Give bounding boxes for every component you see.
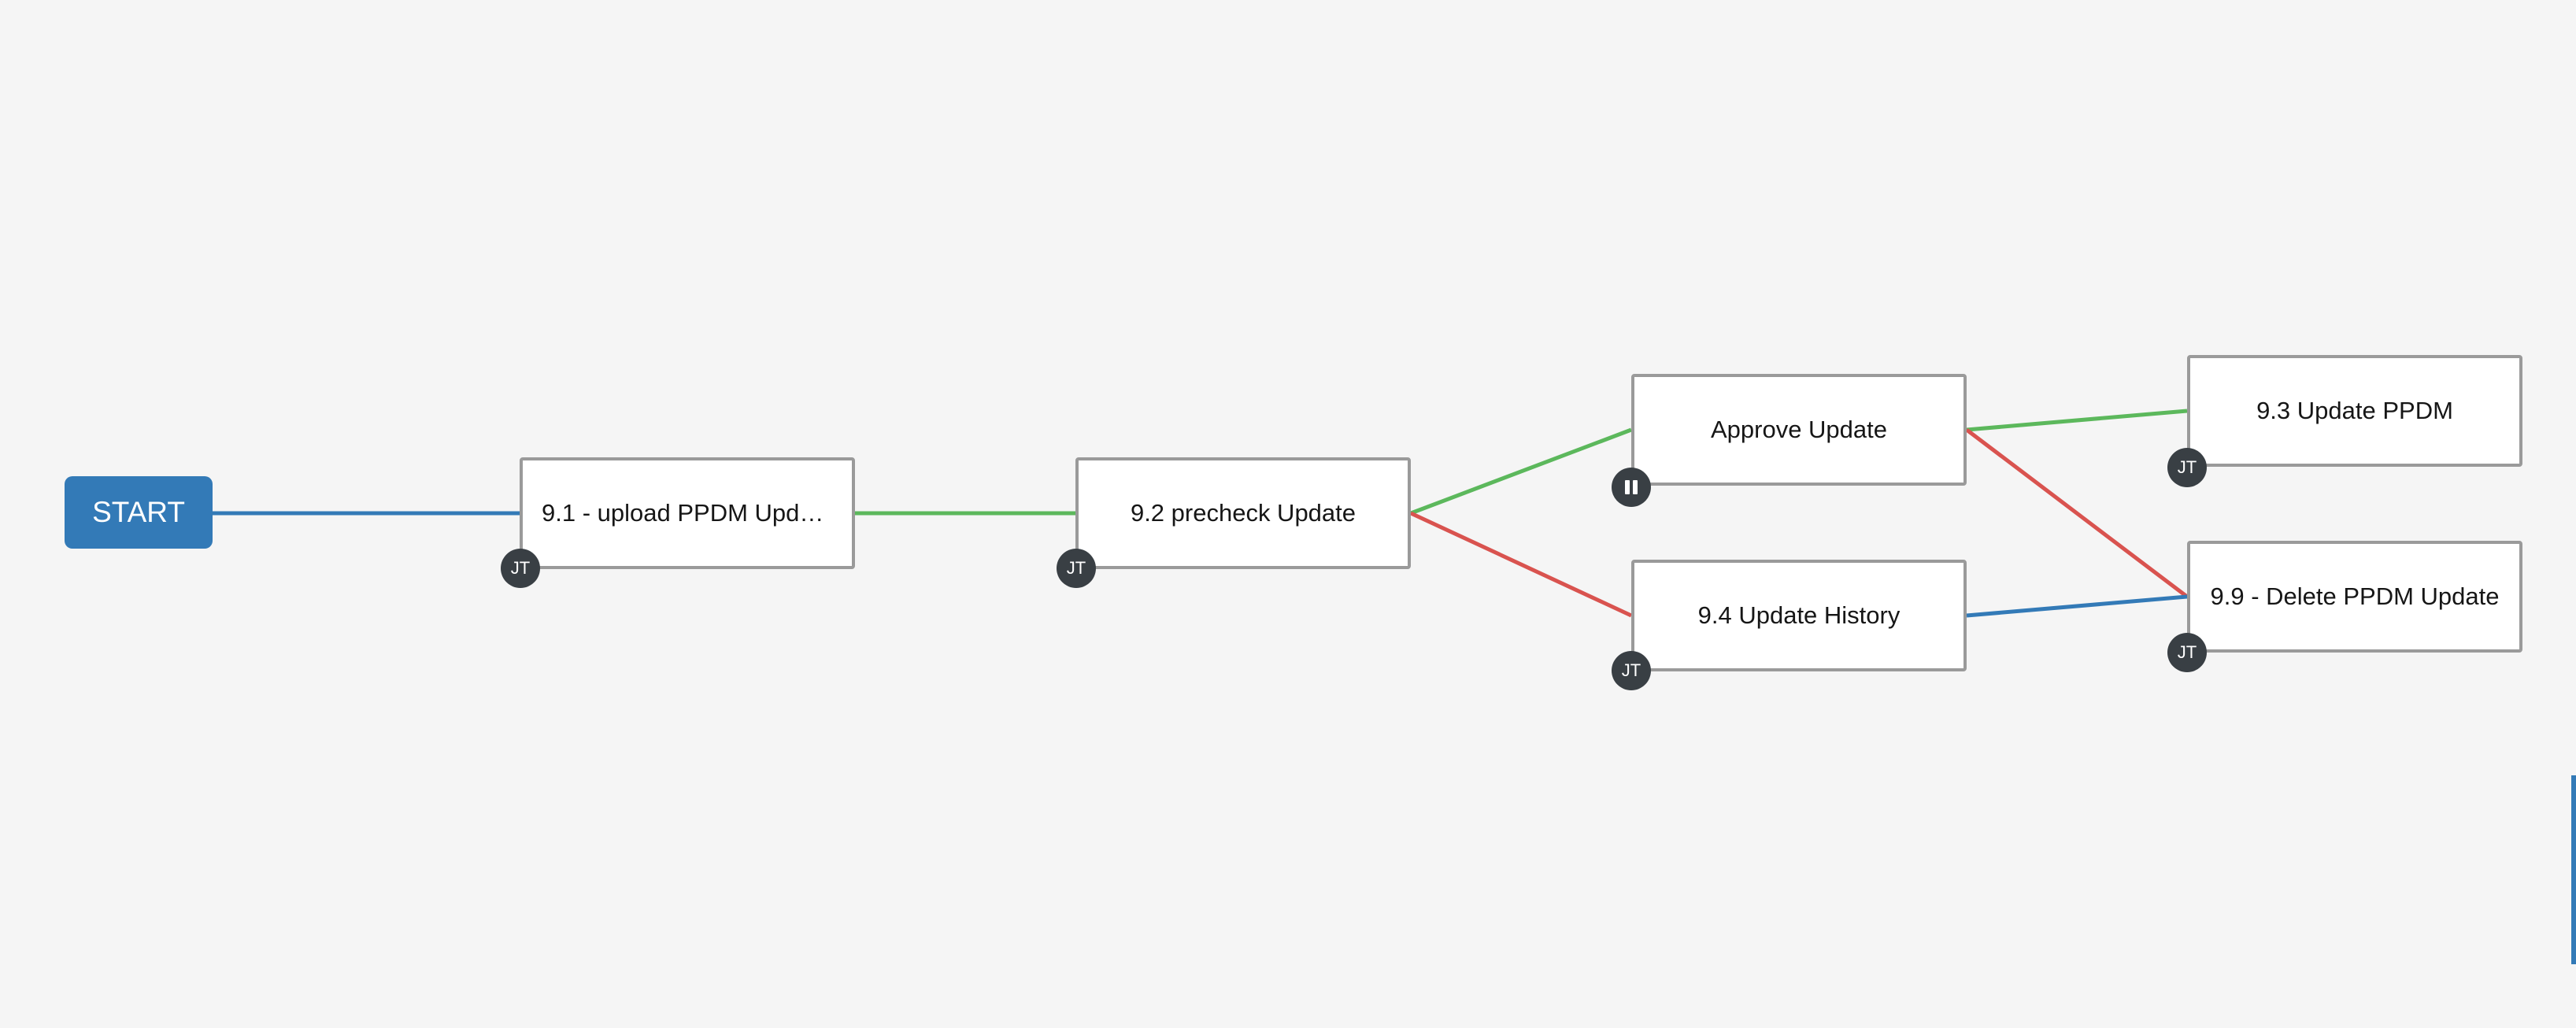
job-template-badge: JT bbox=[2167, 633, 2207, 672]
pause-icon bbox=[1612, 468, 1651, 507]
edge-scroll-handle[interactable] bbox=[2571, 775, 2576, 964]
node-delete-ppdm-update[interactable]: 9.9 - Delete PPDM Update bbox=[2187, 541, 2522, 653]
node-label: 9.3 Update PPDM bbox=[2256, 397, 2453, 424]
link-precheck-to-history[interactable] bbox=[1409, 511, 1633, 618]
job-template-badge: JT bbox=[2167, 448, 2207, 487]
start-node[interactable]: START bbox=[65, 476, 213, 549]
node-label: 9.1 - upload PPDM Updat... bbox=[542, 499, 833, 527]
link-approve-to-delete[interactable] bbox=[1965, 428, 2189, 598]
node-upload-ppdm-update[interactable]: 9.1 - upload PPDM Updat... bbox=[520, 457, 855, 569]
node-precheck-update[interactable]: 9.2 precheck Update bbox=[1075, 457, 1411, 569]
node-update-history[interactable]: 9.4 Update History bbox=[1631, 560, 1967, 671]
link-history-to-delete[interactable] bbox=[1966, 594, 2188, 618]
node-label: Approve Update bbox=[1710, 416, 1888, 443]
node-label: 9.9 - Delete PPDM Update bbox=[2210, 582, 2500, 610]
node-update-ppdm[interactable]: 9.3 Update PPDM bbox=[2187, 355, 2522, 467]
node-label: 9.4 Update History bbox=[1697, 601, 1901, 629]
node-label: 9.2 precheck Update bbox=[1130, 499, 1356, 527]
job-template-badge: JT bbox=[1612, 651, 1651, 690]
job-template-badge: JT bbox=[1057, 549, 1096, 588]
job-template-badge: JT bbox=[501, 549, 540, 588]
node-approve-update[interactable]: Approve Update bbox=[1631, 374, 1967, 486]
link-precheck-to-approve[interactable] bbox=[1410, 427, 1632, 516]
link-approve-to-update-ppdm[interactable] bbox=[1966, 409, 2188, 432]
